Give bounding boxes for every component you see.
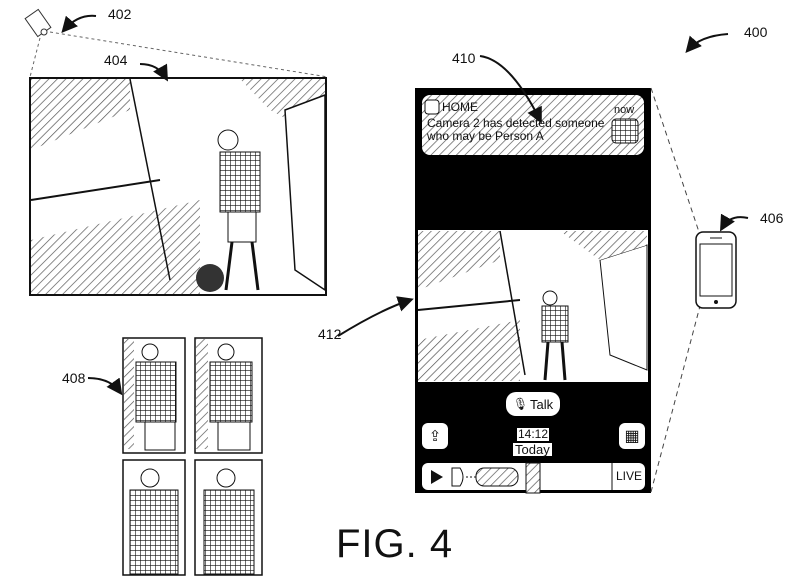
ref-label-404: 404	[104, 52, 128, 68]
notification-app-name: HOME	[442, 100, 478, 114]
thumbnail	[194, 337, 263, 454]
leader-406	[720, 213, 749, 232]
share-button[interactable]: ⇪	[422, 423, 448, 449]
grid-view-button[interactable]: ▦	[619, 423, 645, 449]
playhead[interactable]	[525, 462, 541, 494]
notification-card[interactable]	[422, 95, 644, 155]
leader-412	[337, 296, 414, 337]
thumbnail	[194, 459, 263, 576]
talk-button[interactable]: 🎙 Talk	[506, 392, 560, 416]
ref-label-412: 412	[318, 326, 342, 342]
live-button[interactable]: LIVE	[616, 469, 643, 483]
thumbnail	[122, 459, 186, 576]
ref-label-400: 400	[744, 24, 768, 40]
notification-message-line1: Camera 2 has detected someone	[427, 116, 605, 130]
event-clip-thumbnail[interactable]	[475, 467, 519, 487]
play-icon[interactable]	[431, 470, 443, 484]
leader-404	[139, 63, 168, 82]
microphone-icon: 🎙	[512, 397, 529, 411]
device-link-line	[650, 305, 701, 493]
live-video-view[interactable]	[417, 230, 648, 382]
leader-408	[87, 377, 123, 396]
timeline-time: 14:12	[517, 427, 550, 441]
notification-time: now	[614, 104, 635, 116]
figure-title: FIG. 4	[336, 522, 454, 566]
notification-thumbnail	[611, 118, 639, 144]
ref-label-408: 408	[62, 370, 86, 386]
grid-icon: ▦	[624, 428, 640, 445]
home-icon	[424, 99, 440, 115]
thumbnail-grid-408	[122, 337, 263, 576]
leader-402	[61, 14, 97, 34]
device-link-line	[650, 87, 701, 236]
ref-label-402: 402	[108, 6, 132, 22]
camera-icon	[24, 8, 52, 38]
view-line	[29, 37, 41, 78]
smartphone-icon	[695, 231, 737, 309]
timeline-day: Today	[513, 442, 552, 457]
view-line	[49, 31, 329, 78]
talk-label: Talk	[530, 396, 554, 412]
clip-start-marker	[451, 467, 464, 487]
ref-label-406: 406	[760, 210, 784, 226]
thumbnail	[122, 337, 186, 454]
share-icon: ⇪	[428, 428, 442, 445]
notification-message-line2: who may be Person A	[427, 129, 544, 143]
leader-410	[479, 55, 542, 124]
ref-label-410: 410	[452, 50, 476, 66]
leader-400	[685, 33, 729, 54]
captured-image-404	[29, 77, 327, 296]
